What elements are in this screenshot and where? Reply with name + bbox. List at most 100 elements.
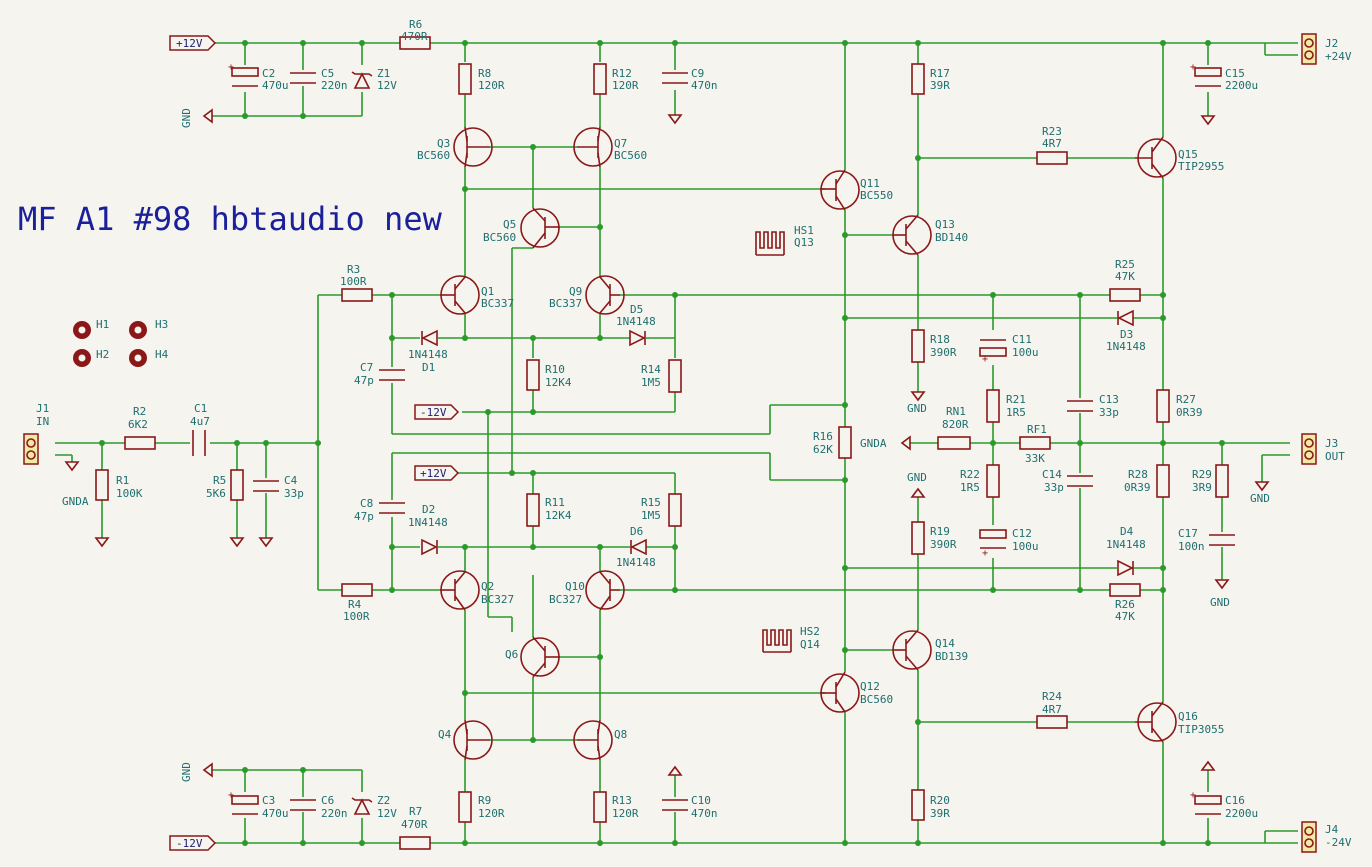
resistor-R1 bbox=[95, 469, 109, 501]
cap-C17 bbox=[1209, 534, 1235, 546]
label-c4: C4 bbox=[284, 474, 298, 487]
label-r7v: 470R bbox=[401, 818, 428, 831]
transistor-Q3 bbox=[453, 126, 493, 168]
label-c14: C14 bbox=[1042, 468, 1062, 481]
svg-text:+: + bbox=[228, 62, 234, 73]
label-rn1v: 820R bbox=[942, 418, 969, 431]
label-r28: R28 bbox=[1128, 468, 1148, 481]
label-r16v: 62K bbox=[813, 443, 833, 456]
label-h1: H1 bbox=[96, 318, 109, 331]
label-h3: H3 bbox=[155, 318, 168, 331]
label-r5v: 5K6 bbox=[206, 487, 226, 500]
label-r12: R12 bbox=[612, 67, 632, 80]
cap-C14 bbox=[1067, 475, 1093, 487]
label-r6v: 470R bbox=[401, 30, 428, 43]
label-r9v: 120R bbox=[478, 807, 505, 820]
svg-text:+: + bbox=[982, 548, 988, 559]
label-d5v: 1N4148 bbox=[616, 315, 656, 328]
power-flags: +12V -12V -12V +12V bbox=[169, 35, 460, 851]
resistor-R12 bbox=[593, 63, 607, 95]
heatsink-HS1 bbox=[755, 231, 785, 256]
label-c8: C8 bbox=[360, 497, 373, 510]
label-hs1: HS1 bbox=[794, 224, 814, 237]
label-q14v: BD139 bbox=[935, 650, 968, 663]
junction-dots bbox=[99, 40, 1225, 846]
label-c5: C5 bbox=[321, 67, 334, 80]
label-c3: C3 bbox=[262, 794, 275, 807]
flag-m12-mid: -12V bbox=[420, 406, 447, 419]
resistor-RN1 bbox=[937, 436, 971, 450]
label-q8: Q8 bbox=[614, 728, 627, 741]
label-r10: R10 bbox=[545, 363, 565, 376]
label-r22v: 1R5 bbox=[960, 481, 980, 494]
transistor-Q1 bbox=[440, 275, 480, 315]
label-rn1: RN1 bbox=[946, 405, 966, 418]
label-q6: Q6 bbox=[505, 648, 518, 661]
resistor-R7 bbox=[399, 836, 431, 850]
label-r25: R25 bbox=[1115, 258, 1135, 271]
label-d2: D2 bbox=[422, 503, 435, 516]
label-hs2v: Q14 bbox=[800, 638, 820, 651]
label-c16: C16 bbox=[1225, 794, 1245, 807]
label-r4: R4 bbox=[348, 598, 362, 611]
label-hs1v: Q13 bbox=[794, 236, 814, 249]
cap-C5 bbox=[290, 72, 316, 84]
transistor-Q8 bbox=[573, 719, 613, 761]
cap-C8 bbox=[379, 502, 405, 514]
transistor-Q4 bbox=[453, 719, 493, 761]
label-c13v: 33p bbox=[1099, 406, 1119, 419]
label-hs2: HS2 bbox=[800, 625, 820, 638]
resistor-R24 bbox=[1036, 715, 1068, 729]
label-r17v: 39R bbox=[930, 79, 950, 92]
label-c7v: 47p bbox=[354, 374, 374, 387]
label-c7: C7 bbox=[360, 361, 373, 374]
label-q4: Q4 bbox=[438, 728, 452, 741]
cap-C12: + bbox=[979, 529, 1007, 559]
label-z2v: 12V bbox=[377, 807, 397, 820]
transistor-Q2 bbox=[440, 570, 480, 611]
cap-C4 bbox=[253, 480, 279, 492]
label-d4: D4 bbox=[1120, 525, 1134, 538]
label-c9: C9 bbox=[691, 67, 704, 80]
label-q14: Q14 bbox=[935, 637, 955, 650]
label-r14v: 1M5 bbox=[641, 376, 661, 389]
label-j3: J3 bbox=[1325, 437, 1338, 450]
label-c2v: 470u bbox=[262, 79, 289, 92]
label-z2: Z2 bbox=[377, 794, 390, 807]
label-r29v: 3R9 bbox=[1192, 481, 1212, 494]
label-c1: C1 bbox=[194, 402, 207, 415]
label-r21v: 1R5 bbox=[1006, 406, 1026, 419]
label-r22: R22 bbox=[960, 468, 980, 481]
resistor-R29 bbox=[1215, 464, 1229, 498]
label-r19: R19 bbox=[930, 525, 950, 538]
label-c11: C11 bbox=[1012, 333, 1032, 346]
diode-D6 bbox=[630, 538, 647, 556]
label-r12v: 120R bbox=[612, 79, 639, 92]
label-r23v: 4R7 bbox=[1042, 137, 1062, 150]
label-r11v: 12K4 bbox=[545, 509, 572, 522]
diode-D1 bbox=[421, 329, 438, 347]
label-q1: Q1 bbox=[481, 285, 494, 298]
label-c11v: 100u bbox=[1012, 346, 1039, 359]
resistor-R19 bbox=[911, 521, 925, 555]
label-r11: R11 bbox=[545, 496, 565, 509]
label-gnd-r18: GND bbox=[907, 402, 927, 415]
resistor-R16 bbox=[838, 426, 852, 459]
svg-text:+: + bbox=[1190, 790, 1196, 801]
transistor-Q6 bbox=[520, 636, 560, 678]
label-c6: C6 bbox=[321, 794, 334, 807]
resistor-R22 bbox=[986, 464, 1000, 498]
cap-C2: + bbox=[228, 62, 259, 87]
label-c4v: 33p bbox=[284, 487, 304, 500]
label-gnd-r19: GND bbox=[907, 471, 927, 484]
label-q5v: BC560 bbox=[483, 231, 516, 244]
mounting-holes bbox=[73, 321, 147, 367]
resistor-R2 bbox=[124, 436, 156, 450]
cap-C9 bbox=[662, 72, 688, 84]
transistor-Q7 bbox=[573, 126, 613, 168]
label-j3v: OUT bbox=[1325, 450, 1345, 463]
resistor-R15 bbox=[668, 493, 682, 527]
resistor-R27 bbox=[1156, 389, 1170, 423]
label-z1v: 12V bbox=[377, 79, 397, 92]
label-r20: R20 bbox=[930, 794, 950, 807]
